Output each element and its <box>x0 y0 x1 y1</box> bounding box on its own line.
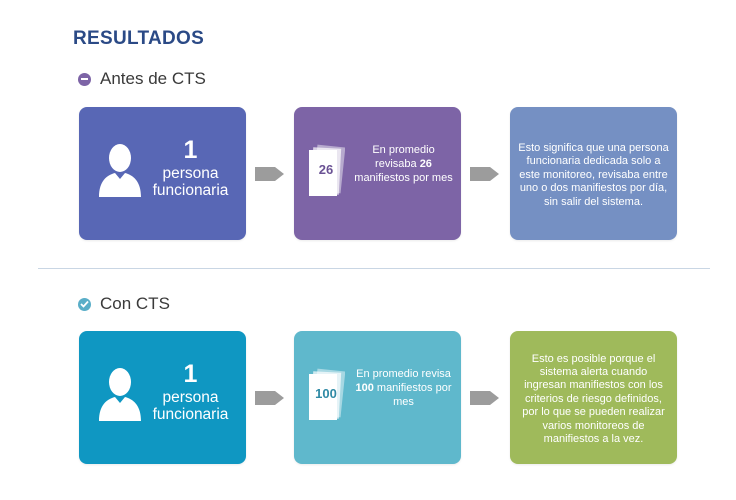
note-text: Esto es posible porque el sistema alerta… <box>522 352 665 446</box>
minus-circle-icon <box>78 72 91 86</box>
desc-suffix: manifiestos por mes <box>376 382 452 408</box>
pages-card: 26 En promedio revisaba 26 manifiestos p… <box>294 107 461 240</box>
person-card: 1 persona funcionaria <box>79 331 246 464</box>
desc-prefix: En promedio revisaba <box>372 144 435 170</box>
arrow-right-icon <box>470 167 499 181</box>
arrow-right-icon <box>255 391 284 405</box>
person-icon <box>99 144 141 197</box>
desc-number: 26 <box>419 158 432 170</box>
person-label: persona funcionaria <box>152 165 229 199</box>
note-text: Esto significa que una persona funcionar… <box>518 141 669 208</box>
pages-card: 100 En promedio revisa 100 manifiestos p… <box>294 331 461 464</box>
section-heading-antes: Antes de CTS <box>78 69 206 89</box>
document-stack-icon <box>309 368 345 420</box>
page-title: RESULTADOS <box>73 28 205 49</box>
check-circle-icon <box>78 297 91 311</box>
note-card: Esto significa que una persona funcionar… <box>510 107 677 240</box>
section-divider <box>38 268 710 269</box>
desc-prefix: En promedio revisa <box>356 368 451 380</box>
section-heading-con: Con CTS <box>78 294 170 314</box>
section-heading-label: Con CTS <box>100 294 170 313</box>
desc-suffix: manifiestos por mes <box>354 172 453 184</box>
person-icon <box>99 368 141 421</box>
person-count: 1 <box>183 360 198 388</box>
person-label: persona funcionaria <box>152 389 229 423</box>
pages-description: En promedio revisa 100 manifiestos por m… <box>352 367 455 409</box>
desc-number: 100 <box>355 382 374 394</box>
person-count: 1 <box>183 136 198 164</box>
pages-count: 100 <box>315 386 337 401</box>
pages-count: 26 <box>318 162 334 177</box>
document-stack-icon <box>309 144 345 196</box>
note-card: Esto es posible porque el sistema alerta… <box>510 331 677 464</box>
arrow-right-icon <box>255 167 284 181</box>
arrow-right-icon <box>470 391 499 405</box>
section-heading-label: Antes de CTS <box>100 69 206 88</box>
person-card: 1 persona funcionaria <box>79 107 246 240</box>
pages-description: En promedio revisaba 26 manifiestos por … <box>352 143 455 185</box>
